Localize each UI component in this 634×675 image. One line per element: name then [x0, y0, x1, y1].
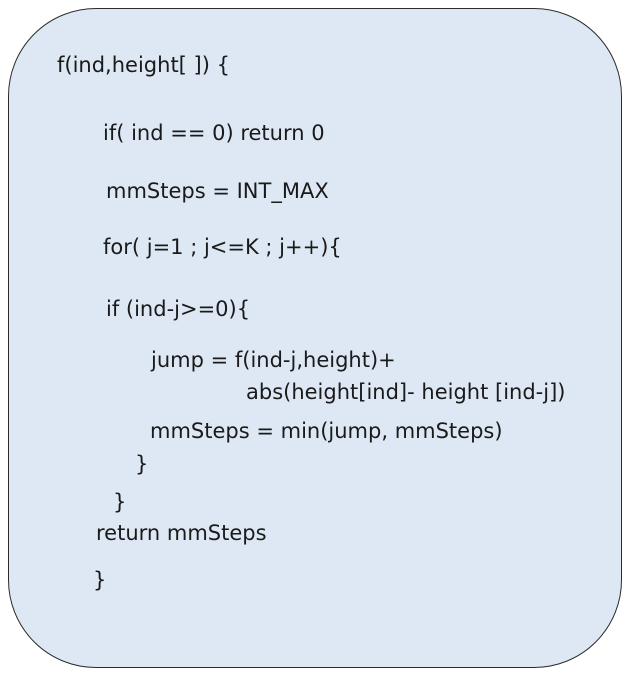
- code-line-close-for: }: [113, 490, 127, 514]
- code-line-if-condition: if (ind-j>=0){: [106, 297, 251, 321]
- code-line-close-if: }: [135, 452, 149, 476]
- code-line-return: return mmSteps: [96, 521, 267, 545]
- code-line-init-min-steps: mmSteps = INT_MAX: [106, 179, 329, 203]
- code-line-for-loop: for( j=1 ; j<=K ; j++){: [103, 235, 342, 259]
- code-line-base-case: if( ind == 0) return 0: [103, 121, 325, 145]
- code-line-jump-assign: jump = f(ind-j,height)+: [151, 348, 396, 372]
- pseudocode-card: f(ind,height[ ]) { if( ind == 0) return …: [8, 8, 622, 668]
- code-line-function-signature: f(ind,height[ ]) {: [57, 53, 230, 77]
- code-line-close-function: }: [93, 568, 107, 592]
- code-line-min-update: mmSteps = min(jump, mmSteps): [150, 419, 503, 443]
- code-line-jump-abs: abs(height[ind]- height [ind-j]): [246, 380, 566, 404]
